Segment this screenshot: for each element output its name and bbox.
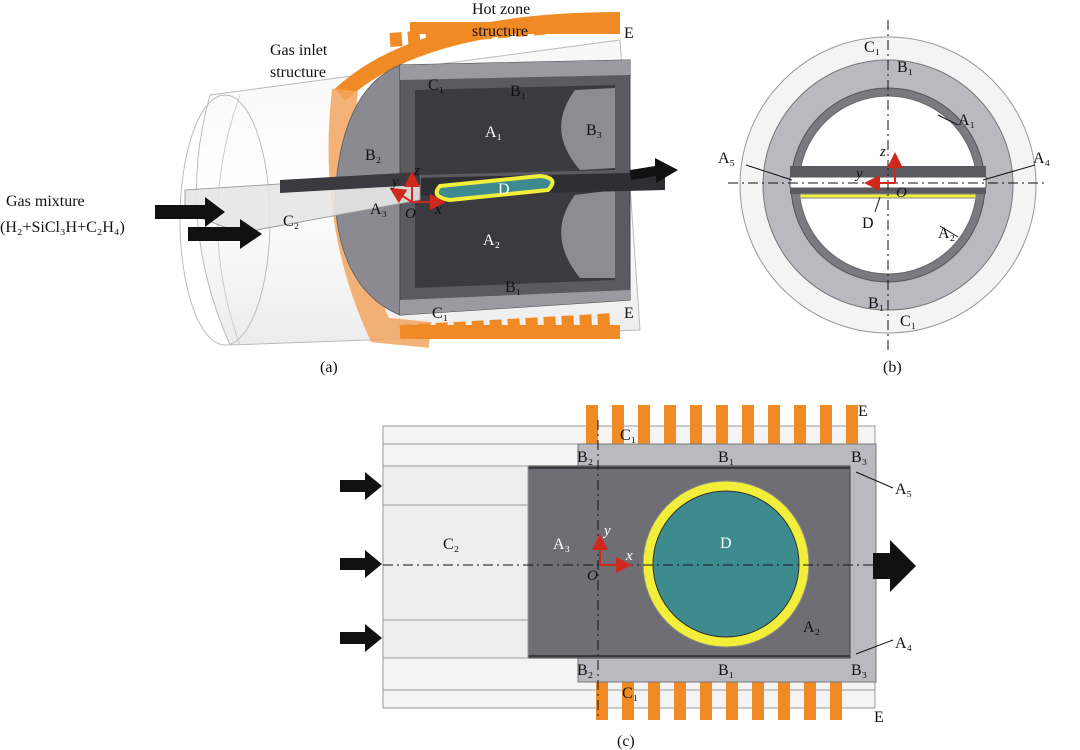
- label-e-top-c: E: [858, 403, 868, 420]
- label-b1-bottom-c: B₁: [718, 662, 734, 679]
- gas-mixture-label: Gas mixture: [6, 193, 85, 210]
- caption-c: (c): [617, 733, 635, 750]
- origin-label-c: O: [587, 568, 598, 584]
- label-e-bottom-c: E: [874, 709, 884, 726]
- gas-arrow-c1: [340, 472, 382, 500]
- gas-inlet-label-1: Gas inlet: [270, 42, 328, 59]
- caption-b: (b): [883, 359, 902, 376]
- label-b2-a: B₂: [365, 147, 381, 164]
- label-b3-top-c: B₃: [851, 449, 867, 466]
- label-a2-b: A₂: [938, 225, 955, 242]
- susceptor-d-a: [434, 173, 555, 203]
- x-label-a: x: [434, 202, 442, 218]
- label-a2-c: A₂: [803, 619, 820, 636]
- label-b1-top-b: B₁: [897, 59, 913, 76]
- label-d-c: D: [720, 535, 732, 552]
- axes-a: [389, 171, 446, 210]
- z-label-a: z: [413, 163, 420, 179]
- label-b3-a: B₃: [586, 122, 602, 139]
- gas-arrow-c2: [340, 550, 382, 578]
- label-c1-bottom-c: C₁: [622, 685, 638, 702]
- label-a5-c: A₅: [895, 481, 912, 498]
- label-e-top-a: E: [624, 25, 634, 42]
- hot-zone-label-2: structure: [472, 23, 528, 40]
- x-label-c: x: [625, 548, 633, 564]
- origin-label-a: O: [405, 206, 416, 222]
- label-b1-top-a: B₁: [510, 83, 526, 100]
- label-a3-c: A₃: [553, 536, 570, 553]
- panel-c: E E C₁ C₁ B₁ B₁ B₂ B₂ B₃ B₃ A₅ A₄ A₂ A₃ …: [340, 403, 916, 750]
- label-a5-b: A₅: [718, 150, 735, 167]
- caption-a: (a): [320, 359, 338, 376]
- label-a4-b: A₄: [1033, 150, 1051, 167]
- label-c1-bottom-b: C₁: [900, 313, 916, 330]
- outlet-arrow-a: [630, 158, 678, 183]
- gas-arrow-upper: [155, 197, 225, 227]
- label-c1-top-a: C₁: [428, 77, 444, 94]
- panel-a: Hot zone structure Gas inlet structure G…: [0, 1, 678, 376]
- label-b1-bottom-a: B₁: [505, 279, 521, 296]
- y-label-a: y: [390, 174, 399, 190]
- y-label-b: y: [854, 166, 863, 182]
- label-a4-c: A₄: [895, 635, 913, 652]
- susceptor-d-c: [652, 490, 800, 638]
- label-b3-bottom-c: B₃: [851, 662, 867, 679]
- label-d-a: D: [498, 181, 510, 198]
- panel-b: C₁ C₁ B₁ B₁ A₁ A₂ A₄ A₅ D O y z (b): [718, 20, 1051, 376]
- label-c1-top-b: C₁: [864, 39, 880, 56]
- inlet-c2-c: [382, 465, 529, 659]
- label-a1-b: A₁: [958, 112, 975, 129]
- label-b2-top-c: B₂: [577, 449, 593, 466]
- gas-arrow-c3: [340, 624, 382, 652]
- label-b1-bottom-b: B₁: [868, 295, 884, 312]
- label-b1-top-c: B₁: [718, 449, 734, 466]
- hot-zone-label-1: Hot zone: [472, 1, 530, 18]
- origin-label-b: O: [896, 185, 907, 201]
- outlet-arrow-c: [873, 540, 916, 592]
- label-c2-c: C₂: [443, 536, 459, 553]
- label-c1-top-c: C₁: [620, 427, 636, 444]
- label-b2-bottom-c: B₂: [577, 662, 593, 679]
- z-label-b: z: [879, 144, 886, 160]
- label-c2-a: C₂: [283, 213, 299, 230]
- label-d-b: D: [862, 215, 874, 232]
- label-c1-bottom-a: C₁: [432, 305, 448, 322]
- gas-formula-label: (H₂+SiCl₃H+C₂H₄): [0, 219, 125, 236]
- label-a1-a: A₁: [485, 124, 502, 141]
- coils-c: [586, 405, 858, 720]
- label-e-bottom-a: E: [624, 305, 634, 322]
- label-a3-a: A₃: [370, 201, 387, 218]
- gas-arrow-lower: [188, 219, 262, 249]
- gas-inlet-label-2: structure: [270, 64, 326, 81]
- label-a2-a: A₂: [483, 232, 500, 249]
- y-label-c: y: [602, 523, 611, 539]
